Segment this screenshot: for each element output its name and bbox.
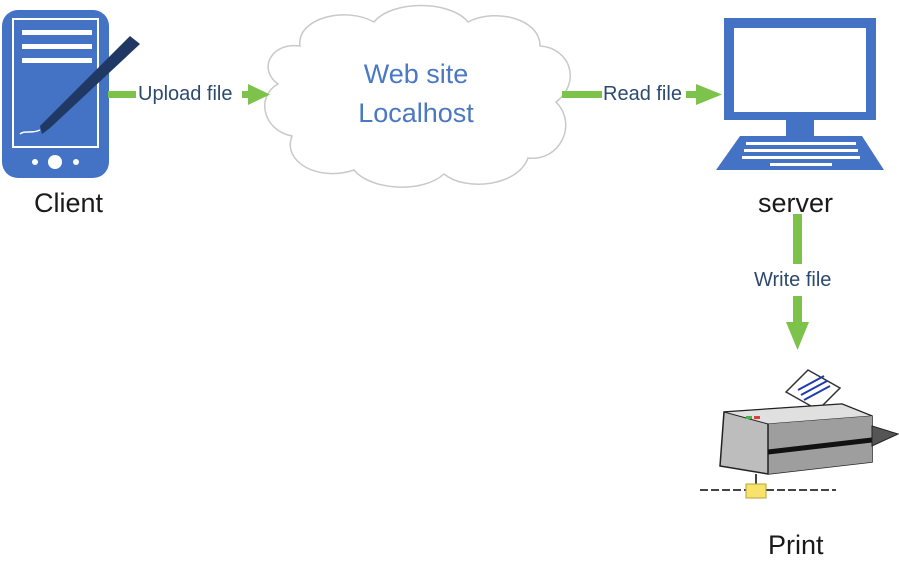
cloud-icon — [264, 4, 571, 188]
website-label-line1: Web site — [363, 59, 469, 89]
edge-label-write: Write file — [754, 269, 832, 291]
client-label: Client — [34, 188, 104, 218]
edge-label-read: Read file — [603, 83, 682, 105]
edge-server-printer — [786, 214, 809, 350]
website-label: Web site Localhost — [336, 55, 496, 133]
printer-label: Print — [768, 530, 824, 560]
edge-client-website — [108, 84, 270, 105]
server-label: server — [758, 188, 834, 218]
edge-website-server — [562, 84, 722, 105]
tablet-stylus-icon — [2, 10, 140, 178]
laptop-icon — [716, 18, 884, 170]
website-label-line2: Localhost — [358, 98, 474, 128]
printer-icon — [700, 369, 899, 499]
edge-label-upload: Upload file — [138, 83, 233, 105]
